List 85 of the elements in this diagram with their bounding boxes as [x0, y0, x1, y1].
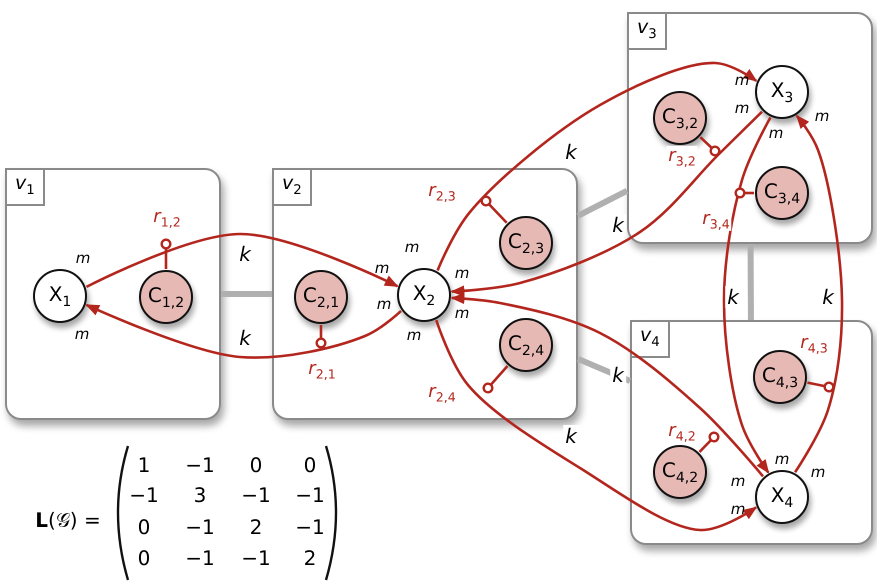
link-line [748, 244, 754, 320]
node-annotation: m [814, 108, 830, 124]
node-annotation: m [454, 264, 470, 282]
matrix-entry: −1 [295, 484, 325, 506]
state-node [397, 268, 451, 322]
node-panel [5, 168, 221, 420]
arrow [86, 232, 399, 288]
matrix-entry: 3 [194, 484, 206, 506]
matrix-entry: −1 [241, 547, 271, 569]
panel-label: v$_{3}$ [627, 12, 667, 50]
arrow [450, 292, 764, 478]
controller-node [499, 318, 553, 372]
panel-label: v$_{4}$ [630, 320, 670, 358]
matrix-entry: −1 [185, 547, 215, 569]
node-annotation: m [376, 296, 392, 312]
matrix-entry: −1 [185, 454, 215, 476]
repression-line [734, 188, 754, 198]
repression-line [482, 365, 508, 394]
node-annotation: m [768, 124, 784, 142]
node-annotation: m [774, 450, 790, 468]
controller-node [755, 166, 809, 220]
link-line [576, 188, 628, 219]
matrix-entry: 0 [304, 454, 316, 476]
node-annotation: m [730, 500, 746, 518]
node-annotation: m [374, 260, 390, 276]
panel-label: v$_{2}$ [272, 168, 312, 206]
repression-line [807, 381, 834, 392]
node-label: C$_{4,2}$ [662, 458, 698, 486]
node-panel [627, 12, 873, 244]
matrix-entry: −1 [295, 516, 325, 538]
matrix-entry: −1 [241, 484, 271, 506]
controller-node [139, 270, 193, 324]
matrix-entry: −1 [129, 484, 159, 506]
repression-line [699, 136, 720, 156]
node-label: X$_{2}$ [412, 281, 436, 309]
node-label: C$_{2,3}$ [508, 229, 544, 257]
state-node [755, 470, 809, 524]
arrow [436, 62, 758, 272]
controller-node [294, 270, 348, 324]
node-label: C$_{2,1}$ [302, 283, 340, 311]
repression-line [698, 432, 720, 453]
node-annotation: m [810, 464, 826, 480]
arrow [450, 110, 763, 297]
node-label: C$_{2,4}$ [508, 331, 544, 359]
node-annotation: m [74, 326, 90, 342]
matrix-entry: 2 [250, 516, 262, 538]
arrow [435, 320, 758, 532]
matrix-entry: 0 [138, 547, 150, 569]
controller-node [499, 216, 553, 270]
node-annotation: m [730, 472, 746, 490]
node-label: C$_{3,4}$ [764, 179, 800, 207]
matrix-entry: 1 [138, 454, 150, 476]
node-label: X$_{3}$ [770, 78, 794, 106]
node-label: C$_{4,3}$ [762, 363, 798, 391]
matrix-entry: 0 [250, 454, 262, 476]
repression-line [160, 238, 172, 269]
edge-label: k [725, 286, 741, 308]
controller-node [653, 91, 707, 145]
node-label: C$_{1,2}$ [148, 283, 184, 311]
link-line [221, 291, 272, 297]
panel-label: v$_{1}$ [5, 168, 45, 206]
node-panel [272, 168, 578, 420]
arrow [85, 304, 402, 359]
node-annotation: m [406, 326, 422, 344]
controller-node [653, 445, 707, 499]
node-annotation: m [76, 250, 90, 266]
matrix-entry: 2 [304, 547, 316, 569]
matrix-label: L(𝒢) = [35, 509, 101, 531]
matrix-entry: 0 [138, 516, 150, 538]
node-label: X$_{1}$ [48, 282, 72, 310]
arrow [722, 116, 772, 474]
node-annotation: m [454, 304, 470, 322]
matrix-entry: −1 [185, 516, 215, 538]
controller-node [753, 350, 807, 404]
node-annotation: m [734, 72, 750, 88]
link-line [576, 356, 632, 384]
node-panel [630, 320, 873, 545]
arrow [794, 114, 844, 473]
node-annotation: m [404, 238, 420, 256]
node-label: C$_{3,2}$ [662, 104, 698, 132]
state-node [33, 269, 87, 323]
node-label: X$_{4}$ [770, 483, 794, 511]
state-node [755, 65, 809, 119]
repression-line [316, 325, 326, 348]
node-annotation: m [734, 100, 750, 116]
